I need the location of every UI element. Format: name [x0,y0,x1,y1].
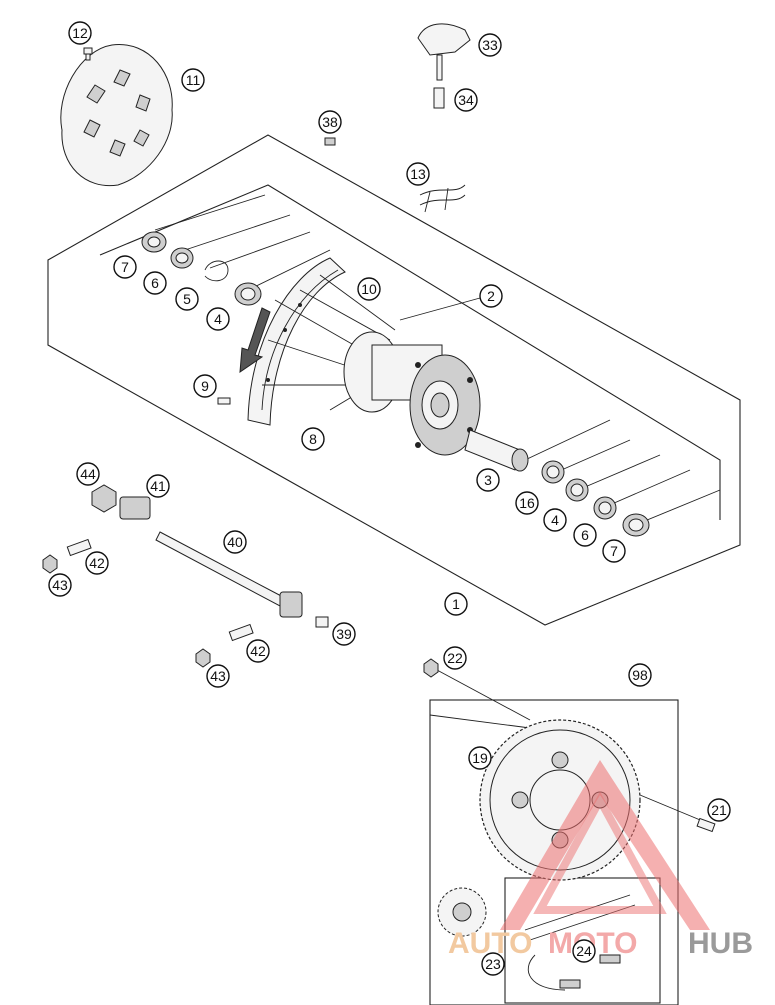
svg-text:43: 43 [52,577,68,593]
callout-7-right: 7 [602,539,626,563]
svg-text:13: 13 [410,166,426,182]
svg-text:6: 6 [581,527,589,543]
callout-39: 39 [332,622,356,646]
svg-text:11: 11 [186,72,201,88]
svg-text:23: 23 [485,956,501,972]
callout-7-left: 7 [113,255,137,279]
sprocket-fasteners [423,658,716,833]
callout-44: 44 [76,462,100,486]
rotation-arrow-icon [239,307,271,374]
svg-text:2: 2 [487,288,495,304]
callout-4-left: 4 [206,307,230,331]
svg-text:12: 12 [72,25,88,41]
callout-10: 10 [357,277,381,301]
svg-text:21: 21 [711,802,727,818]
disc-bolt [83,47,93,61]
watermark-logo: AUTO MOTO HUB [448,760,753,960]
valve-cap [324,137,336,146]
callout-5: 5 [175,287,199,311]
svg-text:4: 4 [214,311,222,327]
callout-19: 19 [468,746,492,770]
svg-text:4: 4 [551,512,559,528]
sprocket-kit-frame [429,699,679,1005]
hub-rubber-damper [417,23,471,109]
svg-text:42: 42 [89,555,105,571]
callout-24: 24 [572,939,596,963]
callout-22: 22 [443,646,467,670]
svg-text:33: 33 [482,37,498,53]
callout-16: 16 [515,491,539,515]
chain-adjuster-bolts [42,538,329,668]
svg-text:41: 41 [150,478,166,494]
svg-text:40: 40 [227,534,243,550]
rim [247,257,346,426]
callout-8: 8 [301,427,325,451]
svg-text:22: 22 [447,650,463,666]
callout-4-right: 4 [543,508,567,532]
svg-text:7: 7 [121,259,129,275]
svg-text:34: 34 [458,92,474,108]
svg-text:8: 8 [309,431,317,447]
spoke-set [419,184,466,213]
watermark-triangle [500,760,710,930]
front-sprocket-and-chain [437,887,636,991]
svg-text:5: 5 [183,291,191,307]
callout-40: 40 [223,530,247,554]
svg-text:43: 43 [210,668,226,684]
svg-text:19: 19 [472,750,488,766]
right-bearing-stack [464,429,650,537]
svg-text:10: 10 [361,281,377,297]
callout-43-top: 43 [48,573,72,597]
svg-text:42: 42 [250,643,266,659]
callout-6-right: 6 [573,523,597,547]
svg-text:38: 38 [322,114,338,130]
callout-11: 11 [181,68,205,92]
svg-text:44: 44 [80,466,96,482]
callout-38: 38 [318,110,342,134]
callout-33: 33 [478,33,502,57]
brake-disc [60,44,173,187]
callout-42-top: 42 [85,551,109,575]
axle-nut-and-adjuster [91,484,151,520]
nipple-screw [217,397,231,405]
callout-23: 23 [481,952,505,976]
callout-2: 2 [479,284,503,308]
wheel-axle [155,531,303,618]
callout-1: 1 [444,592,468,616]
svg-text:3: 3 [484,472,492,488]
callout-3: 3 [476,468,500,492]
svg-text:9: 9 [201,378,209,394]
svg-text:6: 6 [151,275,159,291]
watermark-hub: HUB [688,927,753,960]
callout-34: 34 [454,88,478,112]
leader-lines [154,194,721,823]
svg-text:24: 24 [576,943,592,959]
svg-text:1: 1 [452,596,460,612]
callout-21: 21 [707,798,731,822]
callout-12: 12 [68,21,92,45]
svg-text:98: 98 [632,667,648,683]
callout-6-left: 6 [143,271,167,295]
svg-text:7: 7 [610,543,618,559]
wheel-hub [343,331,481,456]
callout-43-bottom: 43 [206,664,230,688]
callout-41: 41 [146,474,170,498]
callout-98: 98 [628,663,652,687]
svg-text:16: 16 [519,495,535,511]
callout-42-bottom: 42 [246,639,270,663]
svg-text:39: 39 [336,626,352,642]
left-bearing-stack [141,231,262,306]
callout-9: 9 [193,374,217,398]
callout-13: 13 [406,162,430,186]
